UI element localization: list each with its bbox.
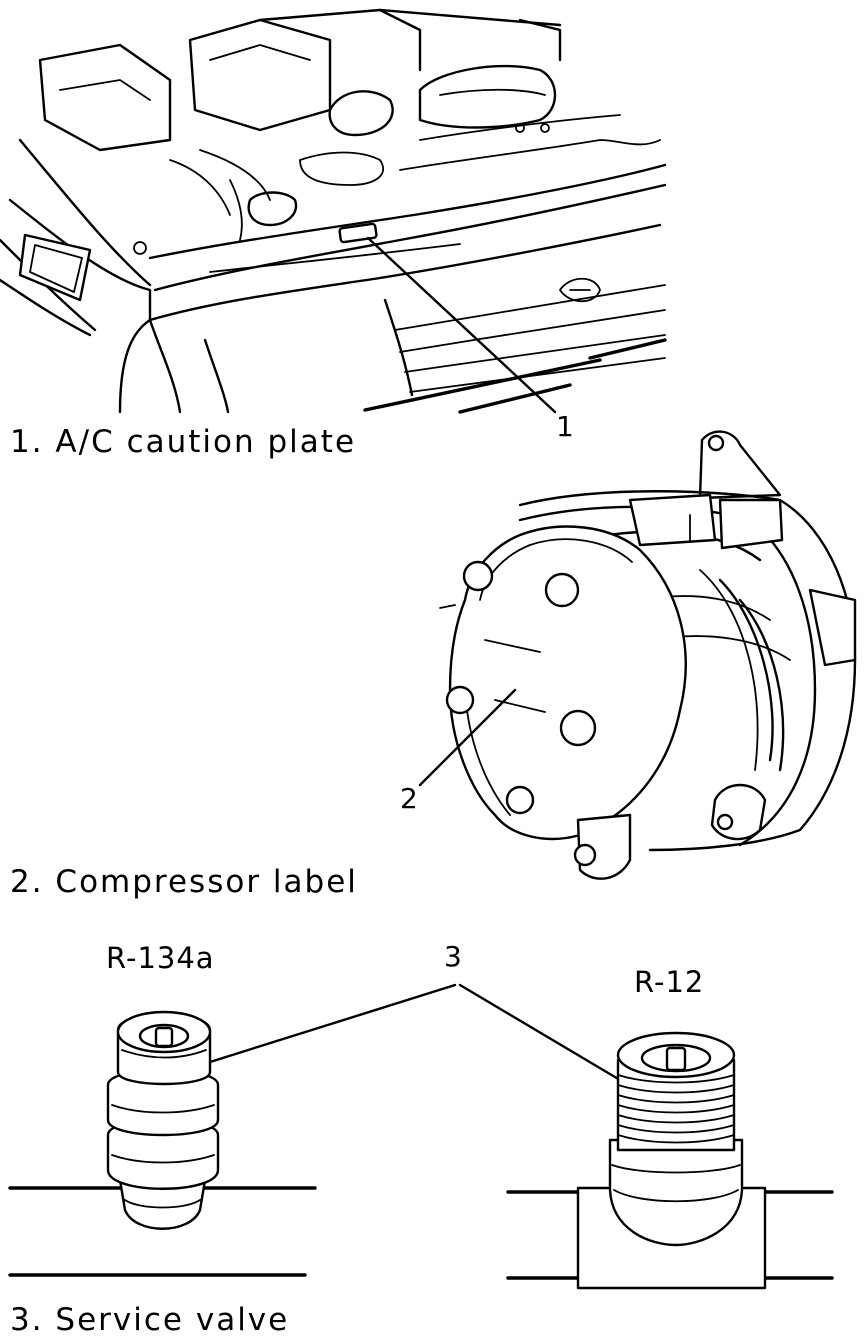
compressor-illustration <box>418 430 857 880</box>
r134a-label: R-134a <box>106 941 215 975</box>
r134a-service-valve <box>8 1010 317 1277</box>
figure-2-caption: 2. Compressor label <box>10 864 358 900</box>
callout-1: 1 <box>556 410 574 443</box>
r12-label: R-12 <box>634 965 704 999</box>
r12-service-valve <box>506 1031 834 1290</box>
figure-1-caption: 1. A/C caution plate <box>10 424 356 460</box>
callout-3: 3 <box>444 940 462 973</box>
engine-bay-illustration <box>0 8 667 414</box>
callout-2: 2 <box>400 782 418 815</box>
figure-3-caption: 3. Service valve <box>10 1302 289 1338</box>
